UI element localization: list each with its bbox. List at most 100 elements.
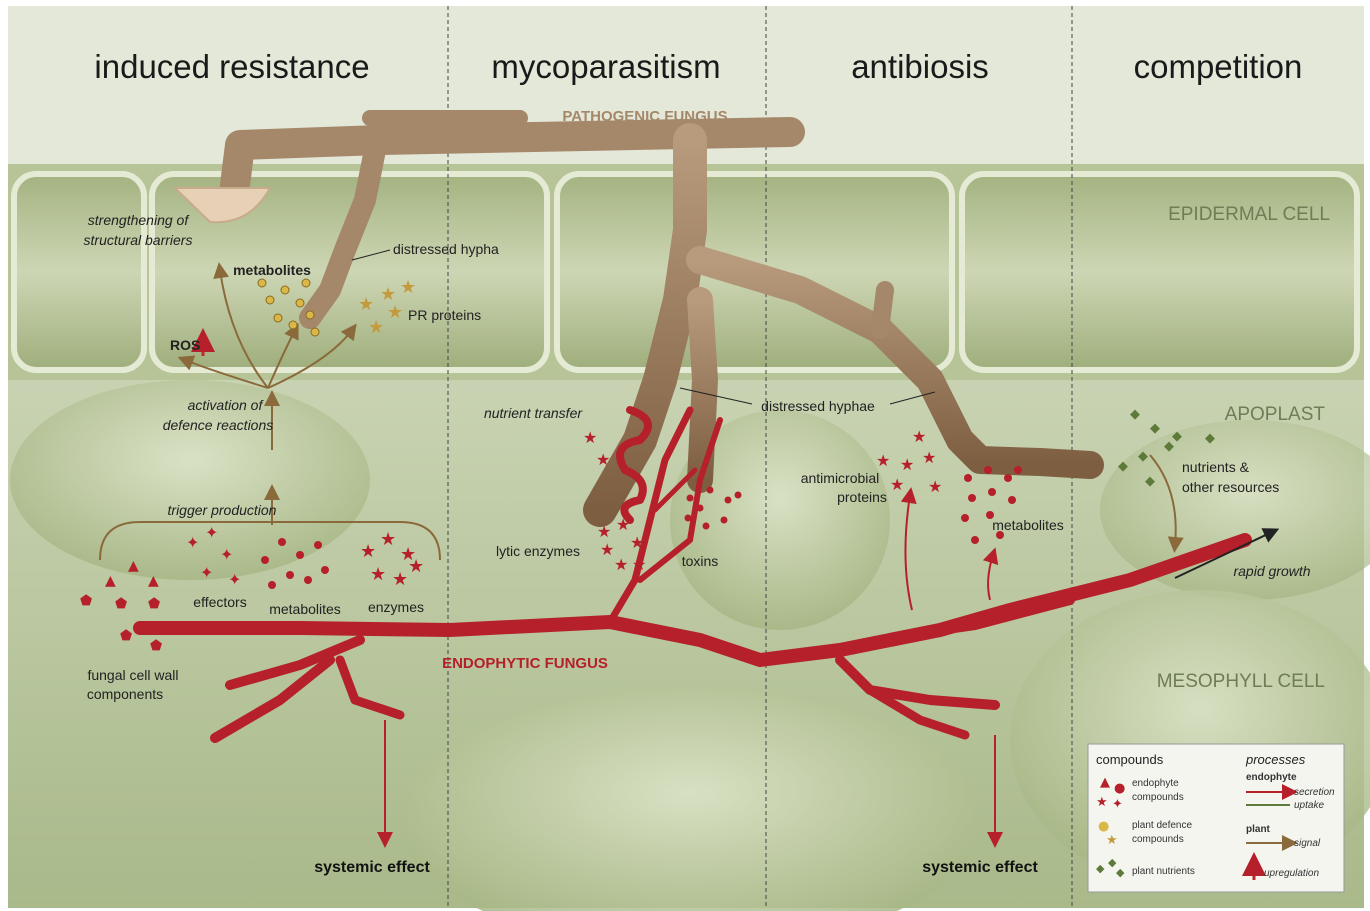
label-fcw-2: components [87,686,163,702]
legend-upregulation: upregulation [1264,868,1319,879]
legend-endophyte-label: endophyte [1246,772,1297,783]
svg-text:★: ★ [392,569,408,590]
label-trigger: trigger production [168,502,277,518]
header-competition: competition [1134,48,1303,85]
svg-text:★: ★ [368,317,384,338]
svg-text:◆: ◆ [1145,474,1155,489]
svg-text:◆: ◆ [1205,431,1215,446]
label-ros: ROS [170,337,200,353]
svg-text:★: ★ [632,555,646,574]
label-strengthening-2: structural barriers [84,232,193,248]
svg-text:★: ★ [922,448,936,467]
label-activation-1: activation of [188,397,265,413]
header-antibiosis: antibiosis [851,48,989,85]
svg-text:✦: ✦ [200,563,213,582]
legend: compounds processes ▲●★✦ endophyte compo… [1088,744,1344,892]
zone-epidermal: EPIDERMAL CELL [1168,204,1330,225]
legend-plant-defence-2: compounds [1132,834,1184,845]
svg-text:◆: ◆ [1150,421,1160,436]
label-metabolites-right: metabolites [992,517,1064,533]
svg-text:▲: ▲ [148,573,159,589]
svg-text:★: ★ [600,540,614,559]
svg-text:★: ★ [380,529,396,550]
svg-text:✦: ✦ [1112,797,1123,812]
label-lytic-enzymes: lytic enzymes [496,543,580,559]
header-mycoparasitism: mycoparasitism [491,48,720,85]
svg-text:★: ★ [360,541,376,562]
svg-text:★: ★ [912,427,926,446]
svg-text:⬟: ⬟ [120,628,132,644]
label-activation-2: defence reactions [163,417,274,433]
svg-text:★: ★ [630,533,644,552]
label-pathogenic-fungus: PATHOGENIC FUNGUS [562,108,727,125]
svg-text:◆: ◆ [1130,407,1140,422]
svg-text:★: ★ [616,515,630,534]
svg-text:✦: ✦ [186,533,199,552]
svg-text:◆: ◆ [1096,862,1105,875]
svg-text:◆: ◆ [1138,449,1148,464]
svg-text:●: ● [1098,819,1109,834]
svg-text:⬟: ⬟ [148,596,160,612]
svg-text:★: ★ [583,428,597,447]
svg-text:★: ★ [400,277,416,298]
label-systemic-effect-left: systemic effect [314,859,430,876]
svg-text:★: ★ [408,556,424,577]
label-distressed-hyphae: distressed hyphae [761,398,875,414]
label-nutrient-transfer: nutrient transfer [484,405,583,421]
svg-text:✦: ✦ [205,523,218,542]
svg-text:◆: ◆ [1172,429,1182,444]
zone-mesophyll: MESOPHYLL CELL [1157,671,1325,692]
label-strengthening-1: strengthening of [88,212,191,228]
label-metabolites-mid: metabolites [269,601,341,617]
svg-text:★: ★ [900,455,914,474]
svg-text:★: ★ [370,564,386,585]
svg-text:★: ★ [614,555,628,574]
svg-text:◆: ◆ [1118,459,1128,474]
legend-plant-nutrients: plant nutrients [1132,866,1195,877]
legend-plant-defence-1: plant defence [1132,820,1192,831]
svg-text:⬟: ⬟ [115,596,127,612]
svg-text:★: ★ [387,302,403,323]
label-systemic-effect-right: systemic effect [922,859,1038,876]
svg-text:★: ★ [876,451,890,470]
label-distressed-hypha: distressed hypha [393,241,499,257]
label-nutrients-2: other resources [1182,479,1279,495]
svg-text:◆: ◆ [1116,866,1125,879]
svg-text:★: ★ [1106,833,1118,848]
svg-text:▲: ▲ [105,573,116,589]
svg-text:★: ★ [1096,795,1108,810]
legend-endophyte-compounds-2: compounds [1132,792,1184,803]
label-enzymes: enzymes [368,599,424,615]
label-nutrients-1: nutrients & [1182,459,1250,475]
label-pr-proteins: PR proteins [408,307,481,323]
label-toxins: toxins [682,553,719,569]
legend-processes-header: processes [1245,752,1306,767]
legend-plant-label: plant [1246,824,1271,835]
legend-signal: signal [1294,838,1321,849]
label-metabolites-top: metabolites [233,262,311,278]
label-antimicrobial-1: antimicrobial [801,470,880,486]
label-antimicrobial-2: proteins [837,489,887,505]
svg-text:★: ★ [928,477,942,496]
svg-text:★: ★ [597,522,611,541]
label-fcw-1: fungal cell wall [87,667,178,683]
legend-endophyte-compounds-1: endophyte [1132,778,1179,789]
legend-secretion: secretion [1294,787,1335,798]
label-rapid-growth: rapid growth [1233,563,1310,579]
legend-compounds-header: compounds [1096,752,1164,767]
svg-text:⬟: ⬟ [80,593,92,609]
header-induced-resistance: induced resistance [94,48,369,85]
label-endophytic-fungus: ENDOPHYTIC FUNGUS [442,655,608,672]
svg-text:▲: ▲ [128,558,139,574]
svg-text:⬟: ⬟ [150,638,162,654]
label-effectors: effectors [193,594,246,610]
svg-text:●: ● [1114,781,1125,796]
svg-text:★: ★ [596,450,610,469]
legend-uptake: uptake [1294,800,1324,811]
svg-text:★: ★ [358,294,374,315]
svg-text:✦: ✦ [228,570,241,589]
svg-text:★: ★ [890,475,904,494]
svg-text:✦: ✦ [220,545,233,564]
